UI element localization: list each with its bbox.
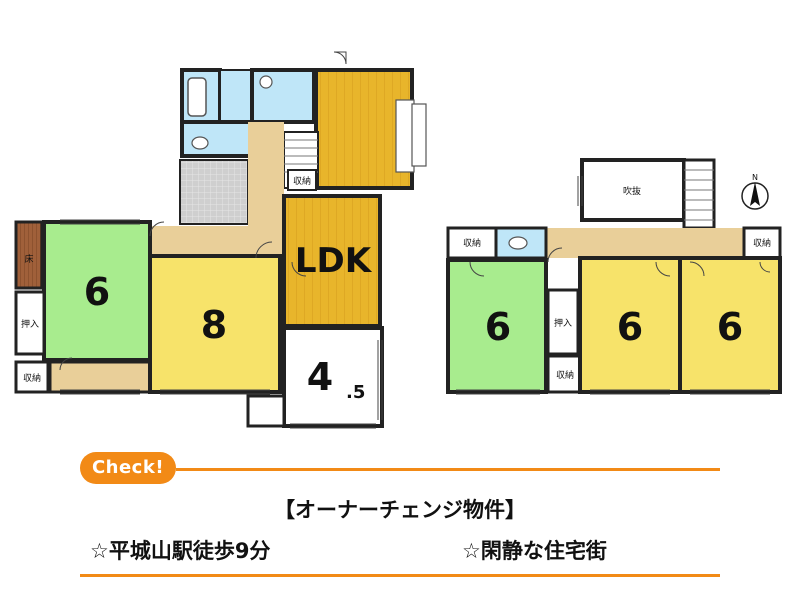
oshiire-1f-label: 押入	[21, 318, 39, 330]
oshiire-1f	[14, 290, 46, 356]
room-4-5-size: 4	[307, 355, 333, 399]
storage-1f-stairs	[287, 169, 317, 191]
hallway-2f	[546, 228, 744, 258]
washitsu-2f-size: 6	[485, 305, 511, 349]
oshiire-2f	[546, 288, 580, 356]
room-6-2f-a	[578, 256, 682, 394]
room-6-2f-b	[678, 256, 782, 394]
bathtub-icon	[187, 77, 207, 117]
entrance-tile	[179, 159, 249, 225]
first-floor: 6 8 LDK 4 .5 床 押入 収納 収納	[14, 51, 427, 429]
fukinuke	[580, 158, 686, 222]
second-floor: 6 6 6 吹抜 収納 収納 押入 収納	[446, 158, 782, 395]
western-1f-size: 8	[201, 303, 227, 347]
feature-quiet: ☆閑静な住宅街	[462, 539, 607, 563]
compass-icon: N	[741, 173, 769, 210]
ldk-label: LDK	[295, 241, 373, 281]
storage-1f-stairs-label: 収納	[293, 175, 311, 187]
wc-room	[180, 120, 252, 158]
counter	[395, 99, 415, 173]
bottom-rule	[80, 574, 720, 577]
stairs-2f	[682, 158, 716, 230]
storage-2f-bottom-label: 収納	[556, 369, 574, 381]
headline: 【オーナーチェンジ物件】	[274, 498, 526, 522]
storage-2f-left	[446, 226, 498, 260]
washitsu-1f-size: 6	[84, 270, 110, 314]
room-4-5	[282, 326, 384, 428]
engawa	[48, 360, 152, 394]
ldk	[282, 194, 382, 328]
fukinuke-label: 吹抜	[623, 185, 641, 197]
toilet-icon	[191, 136, 209, 150]
check-badge: Check!	[80, 452, 176, 484]
hallway-1f	[150, 122, 290, 258]
compass-north-label: N	[752, 173, 758, 182]
tokonoma-label: 床	[24, 253, 33, 265]
western-8-1f	[148, 254, 282, 394]
toilet-2f-icon	[508, 236, 528, 250]
storage-2f-right	[742, 226, 782, 260]
room-4-5-fraction: .5	[346, 382, 365, 403]
washroom	[219, 69, 253, 123]
storage-1f-bottom	[14, 360, 50, 394]
storage-2f-right-label: 収納	[753, 237, 771, 249]
storage-2f-left-label: 収納	[463, 237, 481, 249]
storage-1f-bottom-label: 収納	[23, 372, 41, 384]
oshiire-2f-label: 押入	[554, 317, 572, 329]
room-2f-b-size: 6	[717, 305, 743, 349]
feature-station: ☆平城山駅徒歩9分	[90, 539, 271, 563]
sink-icon	[259, 75, 273, 89]
tokonoma	[14, 220, 44, 290]
washitsu-6-1f	[42, 220, 152, 362]
floor-plan: 6 8 LDK 4 .5 床 押入 収納 収納	[14, 51, 782, 429]
washitsu-6-2f	[446, 258, 548, 394]
room-2f-a-size: 6	[617, 305, 643, 349]
top-rule	[176, 468, 720, 471]
